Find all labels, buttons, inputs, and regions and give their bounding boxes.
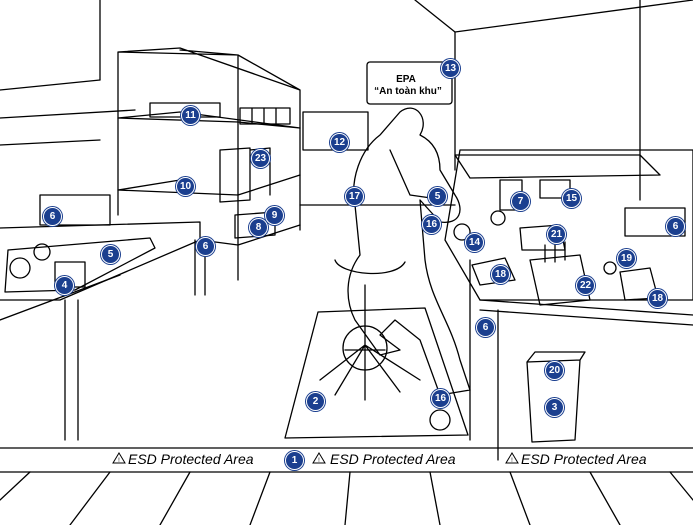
marker-7: 7 bbox=[511, 192, 530, 211]
shelf-bins bbox=[239, 107, 291, 125]
esd-tape-label-1: ESD Protected Area bbox=[128, 451, 254, 467]
marker-20: 20 bbox=[545, 361, 564, 380]
marker-11: 11 bbox=[181, 106, 200, 125]
worker-body bbox=[347, 107, 471, 396]
bench-spool bbox=[490, 210, 506, 226]
marker-6-left-bench: 6 bbox=[196, 237, 215, 256]
esd-warning-icon: ! bbox=[312, 452, 326, 464]
right-bench-top bbox=[444, 149, 693, 301]
stool bbox=[319, 259, 421, 401]
marker-22: 22 bbox=[576, 276, 595, 295]
ceiling-edge bbox=[414, 0, 693, 33]
svg-text:!: ! bbox=[511, 458, 513, 464]
shelf-top-level bbox=[117, 111, 301, 129]
marker-14: 14 bbox=[465, 233, 484, 252]
svg-text:!: ! bbox=[118, 458, 120, 464]
marker-1: 1 bbox=[285, 451, 304, 470]
marker-10: 10 bbox=[176, 177, 195, 196]
marker-16-wrist-strap: 16 bbox=[422, 215, 441, 234]
left-bench-spool-2 bbox=[33, 243, 51, 261]
shelf-frame bbox=[117, 47, 301, 281]
marker-23: 23 bbox=[251, 149, 270, 168]
marker-5-bench: 5 bbox=[428, 187, 447, 206]
marker-9: 9 bbox=[265, 206, 284, 225]
marker-18-right: 18 bbox=[648, 289, 667, 308]
marker-12: 12 bbox=[330, 133, 349, 152]
marker-18-tray: 18 bbox=[491, 265, 510, 284]
component-rack bbox=[529, 241, 591, 306]
esd-tape-label-2: ESD Protected Area bbox=[330, 451, 456, 467]
stool-foot-ring bbox=[342, 325, 388, 371]
epa-sign-subtitle: “An toàn khu” bbox=[374, 86, 442, 97]
heel-grounder bbox=[429, 409, 451, 431]
left-bench-legs bbox=[64, 239, 206, 441]
bench-tray-18a bbox=[471, 257, 516, 286]
marker-17: 17 bbox=[345, 187, 364, 206]
ground-point-19 bbox=[603, 261, 617, 275]
bench-items-21 bbox=[519, 224, 566, 251]
right-bench-legs bbox=[469, 259, 499, 461]
epa-sign-board bbox=[366, 61, 453, 105]
esd-warning-icon: ! bbox=[505, 452, 519, 464]
left-bench-top bbox=[0, 221, 201, 301]
marker-2: 2 bbox=[306, 392, 325, 411]
marker-13: 13 bbox=[441, 59, 460, 78]
floor-planks bbox=[0, 471, 693, 525]
marker-4: 4 bbox=[55, 276, 74, 295]
marker-6-right-bench: 6 bbox=[476, 318, 495, 337]
marker-21: 21 bbox=[547, 225, 566, 244]
right-bench-shelf bbox=[454, 154, 661, 179]
marker-5-left-mat: 5 bbox=[101, 245, 120, 264]
marker-19: 19 bbox=[617, 249, 636, 268]
left-mat bbox=[4, 237, 156, 293]
right-bench-front bbox=[479, 299, 693, 326]
svg-text:!: ! bbox=[318, 458, 320, 464]
marker-8: 8 bbox=[249, 218, 268, 237]
epa-sign-title: EPA bbox=[396, 74, 416, 85]
marker-3: 3 bbox=[545, 398, 564, 417]
marker-16-heel: 16 bbox=[431, 389, 450, 408]
right-power-outlet bbox=[624, 207, 686, 237]
marker-15: 15 bbox=[562, 189, 581, 208]
esd-bin bbox=[526, 351, 586, 443]
esd-warning-icon: ! bbox=[112, 452, 126, 464]
marker-6-right-outlet: 6 bbox=[666, 217, 685, 236]
esd-tape-label-3: ESD Protected Area bbox=[521, 451, 647, 467]
left-bench-spool-1 bbox=[9, 257, 31, 279]
bench-reel-14 bbox=[453, 223, 471, 241]
floor-mat bbox=[284, 307, 469, 439]
left-power-outlet bbox=[39, 194, 111, 226]
shelf-mid-level bbox=[117, 174, 301, 196]
marker-6-left-outlet: 6 bbox=[43, 207, 62, 226]
left-wall-lines bbox=[0, 79, 136, 146]
